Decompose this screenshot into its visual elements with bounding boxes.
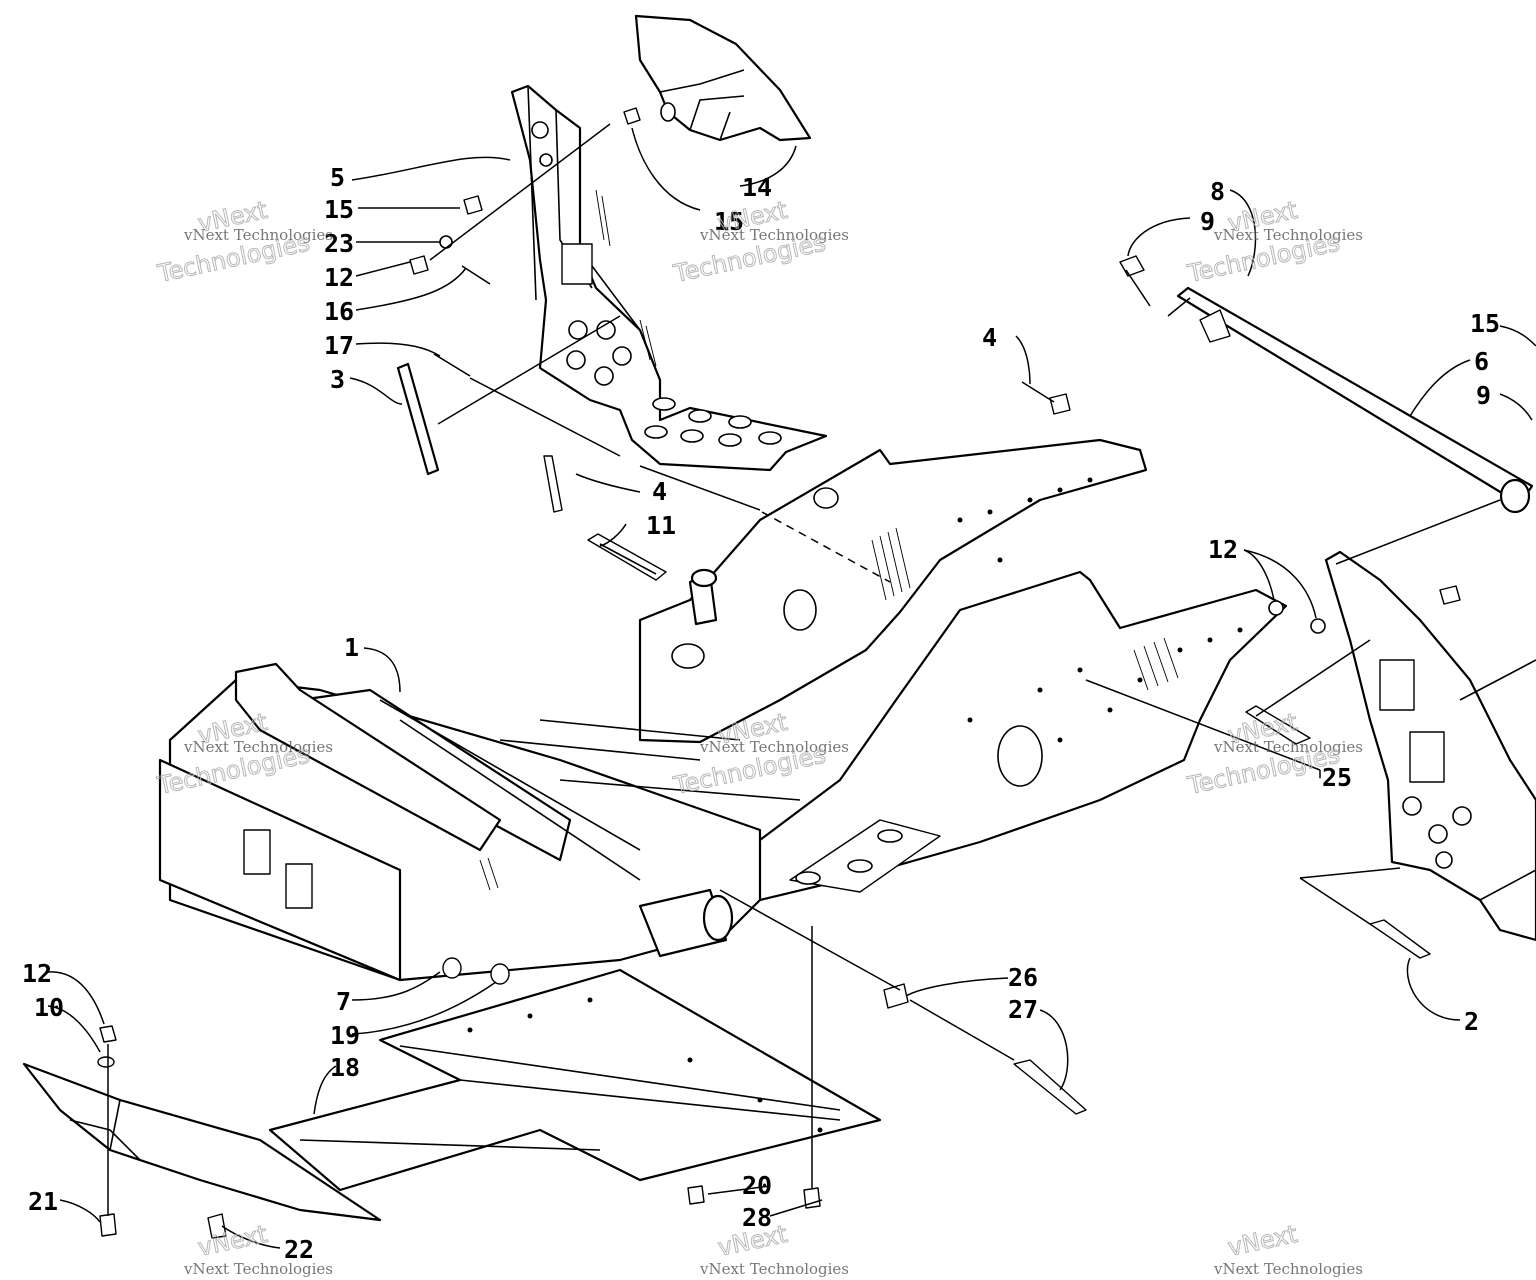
callout-14: 15 (324, 195, 354, 224)
svg-text:vNext Technologies: vNext Technologies (699, 1260, 849, 1278)
svg-text:vNext Technologies: vNext Technologies (183, 738, 333, 756)
callout-10: 9 (1200, 207, 1215, 236)
svg-text:vNext Technologies: vNext Technologies (699, 738, 849, 756)
callout-26: 26 (1008, 963, 1038, 992)
callout-1: 1 (344, 633, 359, 662)
callout-12: 12 (1208, 535, 1238, 564)
callout-9: 9 (1476, 381, 1491, 410)
part-13-cowl (634, 14, 812, 142)
callout-6: 10 (34, 993, 64, 1022)
part-skid-bumper (22, 1062, 382, 1222)
callout-12: 12 (22, 959, 52, 988)
callout-27: 27 (1008, 995, 1038, 1024)
svg-text:vNext Technologies: vNext Technologies (183, 1260, 333, 1278)
callout-22: 22 (284, 1235, 314, 1264)
svg-text:vNext: vNext (195, 1220, 269, 1262)
part-2-right-support (1324, 550, 1536, 942)
callout-23: 23 (324, 229, 354, 258)
callout-19: 19 (330, 1021, 360, 1050)
callout-18: 18 (330, 1053, 360, 1082)
part-1-chassis (158, 438, 1288, 982)
hardware-upper (409, 107, 641, 513)
callout-17: 17 (324, 331, 354, 360)
callout-5: 7 (336, 987, 351, 1016)
callout-4: 4 (652, 477, 667, 506)
callout-12: 12 (324, 263, 354, 292)
callout-2: 2 (1464, 1007, 1479, 1036)
part-8-tube (1119, 255, 1534, 514)
callout-28: 28 (742, 1203, 772, 1232)
callout-20: 20 (742, 1171, 772, 1200)
callout-16: 16 (324, 297, 354, 326)
svg-text:vNext Technologies: vNext Technologies (1213, 738, 1363, 756)
callout-3: 3 (330, 365, 345, 394)
watermark: vNext vNext Technologies (1213, 1219, 1363, 1278)
callout-leaders (47, 127, 1536, 1249)
part-18-belly-pan (268, 968, 882, 1192)
callout-4: 4 (982, 323, 997, 352)
svg-text:vNext Technologies: vNext Technologies (1213, 1260, 1363, 1278)
svg-text:vNext Technologies: vNext Technologies (183, 226, 333, 244)
callout-15: 15 (714, 207, 744, 236)
callout-labels: 5 15 23 12 16 17 3 14 15 4 11 1 4 8 9 15… (22, 163, 1500, 1264)
watermark: vNext vNext Technologies Technologies (154, 195, 333, 288)
callout-7: 5 (330, 163, 345, 192)
part-7-steering-support (510, 84, 828, 472)
svg-text:vNext: vNext (715, 1220, 789, 1262)
svg-text:vNext Technologies: vNext Technologies (1213, 226, 1363, 244)
hardware-lower (97, 393, 1461, 1239)
part-11-strip (587, 533, 667, 581)
part-3-post (396, 362, 440, 476)
watermark: vNext vNext Technologies (699, 1219, 849, 1278)
callout-8: 6 (1474, 347, 1489, 376)
callout-15: 15 (1470, 309, 1500, 338)
svg-text:vNext: vNext (1225, 1220, 1299, 1262)
callout-21: 21 (28, 1187, 58, 1216)
callout-25: 25 (1322, 763, 1352, 792)
callout-13: 14 (742, 173, 772, 202)
alignment-lines (107, 123, 1501, 1216)
svg-text:vNext Technologies: vNext Technologies (699, 226, 849, 244)
callout-11: 11 (646, 511, 676, 540)
callout-9: 8 (1210, 177, 1225, 206)
